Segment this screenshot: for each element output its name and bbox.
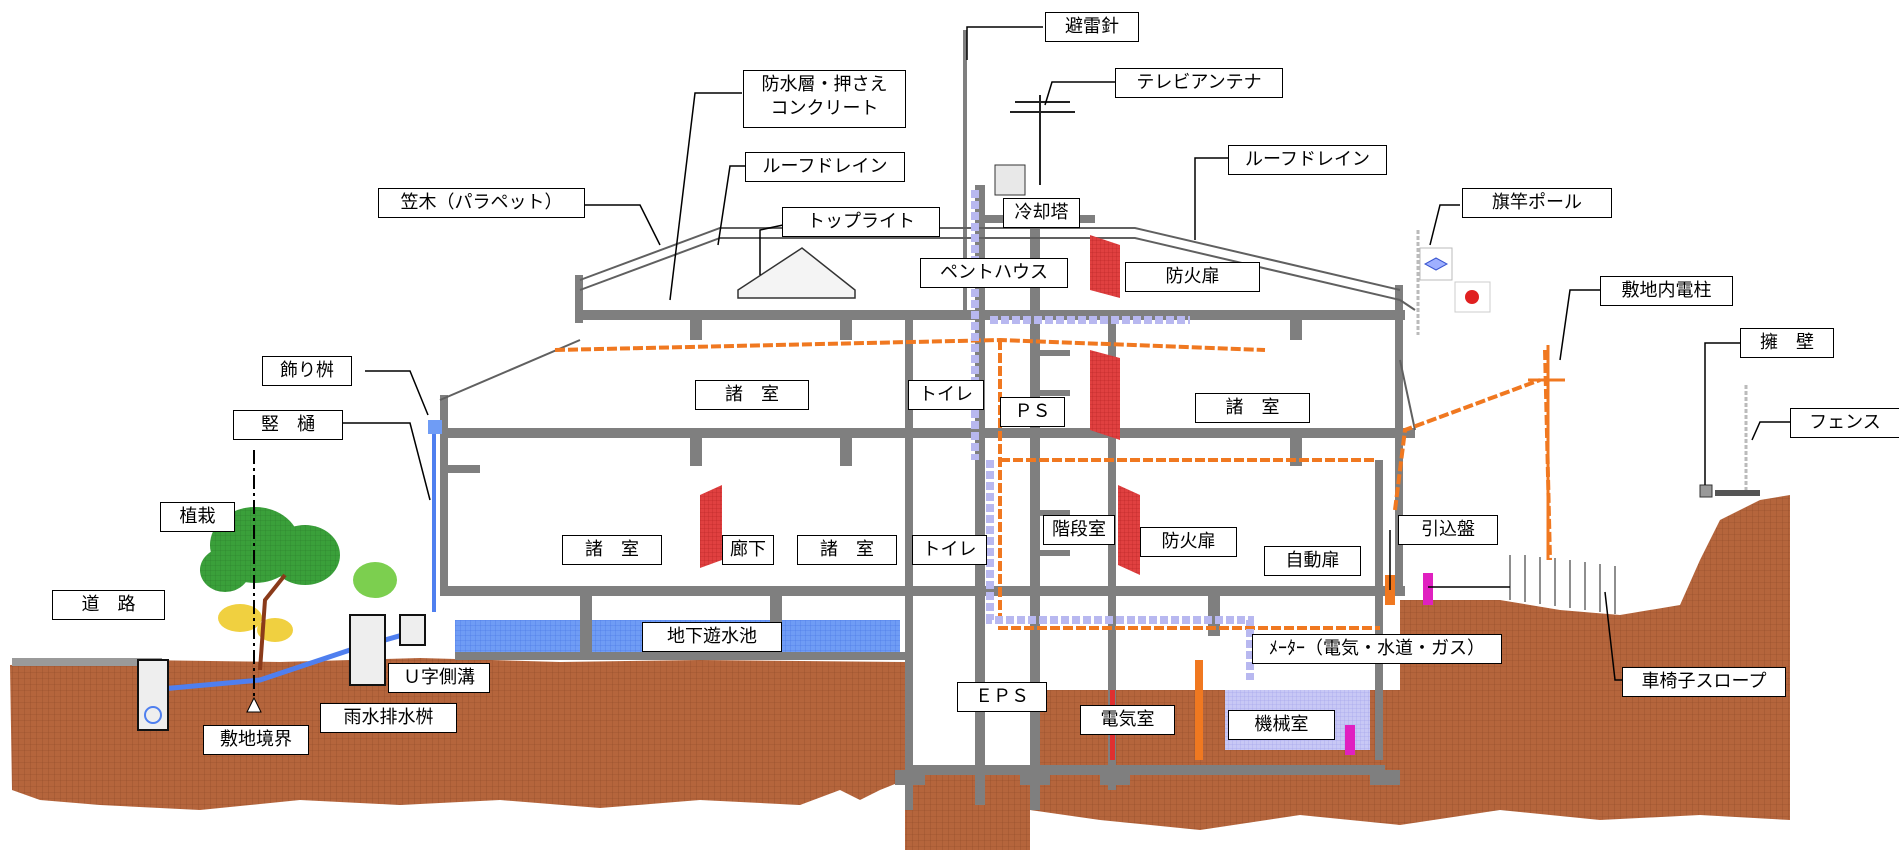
cooling-tower-shape: [994, 164, 1026, 196]
rooms-upper-left-label: 諸 室: [695, 380, 809, 410]
electric-room-label: 電気室: [1080, 705, 1175, 735]
roof-drain-right-label: ルーフドレイン: [1228, 145, 1387, 175]
stair-room-label: 階段室: [1043, 515, 1115, 545]
penthouse-label: ペントハウス: [920, 258, 1068, 288]
toplight-label: トップライト: [782, 207, 940, 237]
flagpole-label: 旗竿ポール: [1462, 188, 1612, 218]
fire-door-mid-label: 防火扉: [1140, 527, 1237, 557]
underground-pond-label: 地下遊水池: [642, 622, 782, 652]
flagpole-shape: [1416, 230, 1491, 335]
tv-antenna-label: テレビアンテナ: [1115, 68, 1283, 98]
road-surface: [12, 658, 162, 666]
tv-antenna-shape: [1010, 95, 1075, 185]
toilet-lower-label: トイレ: [912, 535, 987, 565]
coping-label: 笠木（パラペット）: [378, 188, 585, 218]
rooms-upper-right-label: 諸 室: [1195, 393, 1310, 423]
rooms-lower-left-label: 諸 室: [562, 535, 662, 565]
machine-room-label: 機械室: [1228, 710, 1335, 740]
roof-drain-left-label: ルーフドレイン: [745, 152, 905, 182]
toplight-shape: [737, 247, 856, 299]
toilet-upper-label: トイレ: [908, 380, 984, 410]
u-gutter-label: Ｕ字側溝: [388, 663, 490, 693]
meter-label: ﾒｰﾀｰ（電気・水道・ガス）: [1252, 634, 1502, 664]
corridor-label: 廊下: [722, 535, 774, 565]
fire-door-top-label: 防火扉: [1125, 262, 1260, 292]
basins: [137, 614, 426, 731]
ducts: [971, 190, 1254, 680]
rain-basin-label: 雨水排水桝: [320, 703, 457, 733]
road-label: 道 路: [52, 590, 165, 620]
decor-basin-label: 飾り桝: [262, 356, 352, 386]
planting-label: 植栽: [160, 502, 235, 532]
service-panel-label: 引込盤: [1398, 515, 1498, 545]
building-structure: [440, 30, 1415, 810]
downpipe-label: 竪 樋: [233, 410, 343, 440]
fence-label: フェンス: [1790, 408, 1899, 438]
cooling-tower-label: 冷却塔: [1003, 198, 1080, 228]
wheelchair-slope-label: 車椅子スロープ: [1622, 667, 1786, 697]
retaining-wall-shape: [1699, 385, 1760, 498]
waterproof-layer-label: 防水層・押さえ コンクリート: [743, 70, 906, 128]
lightning-rod-label: 避雷針: [1045, 12, 1139, 42]
site-boundary-label: 敷地境界: [203, 725, 309, 755]
retaining-wall-label: 擁 壁: [1740, 328, 1834, 358]
eps-label: ＥＰＳ: [957, 682, 1047, 712]
auto-door-label: 自動扉: [1264, 546, 1361, 576]
leader-lines: [320, 26, 1790, 681]
fire-doors: [700, 235, 1140, 760]
utility-pole-shape: [1528, 345, 1565, 560]
slope-hatch: [1509, 555, 1616, 614]
ps-label: ＰＳ: [1000, 397, 1065, 427]
site-pole-label: 敷地内電柱: [1600, 276, 1733, 306]
rooms-lower-mid-label: 諸 室: [797, 535, 897, 565]
